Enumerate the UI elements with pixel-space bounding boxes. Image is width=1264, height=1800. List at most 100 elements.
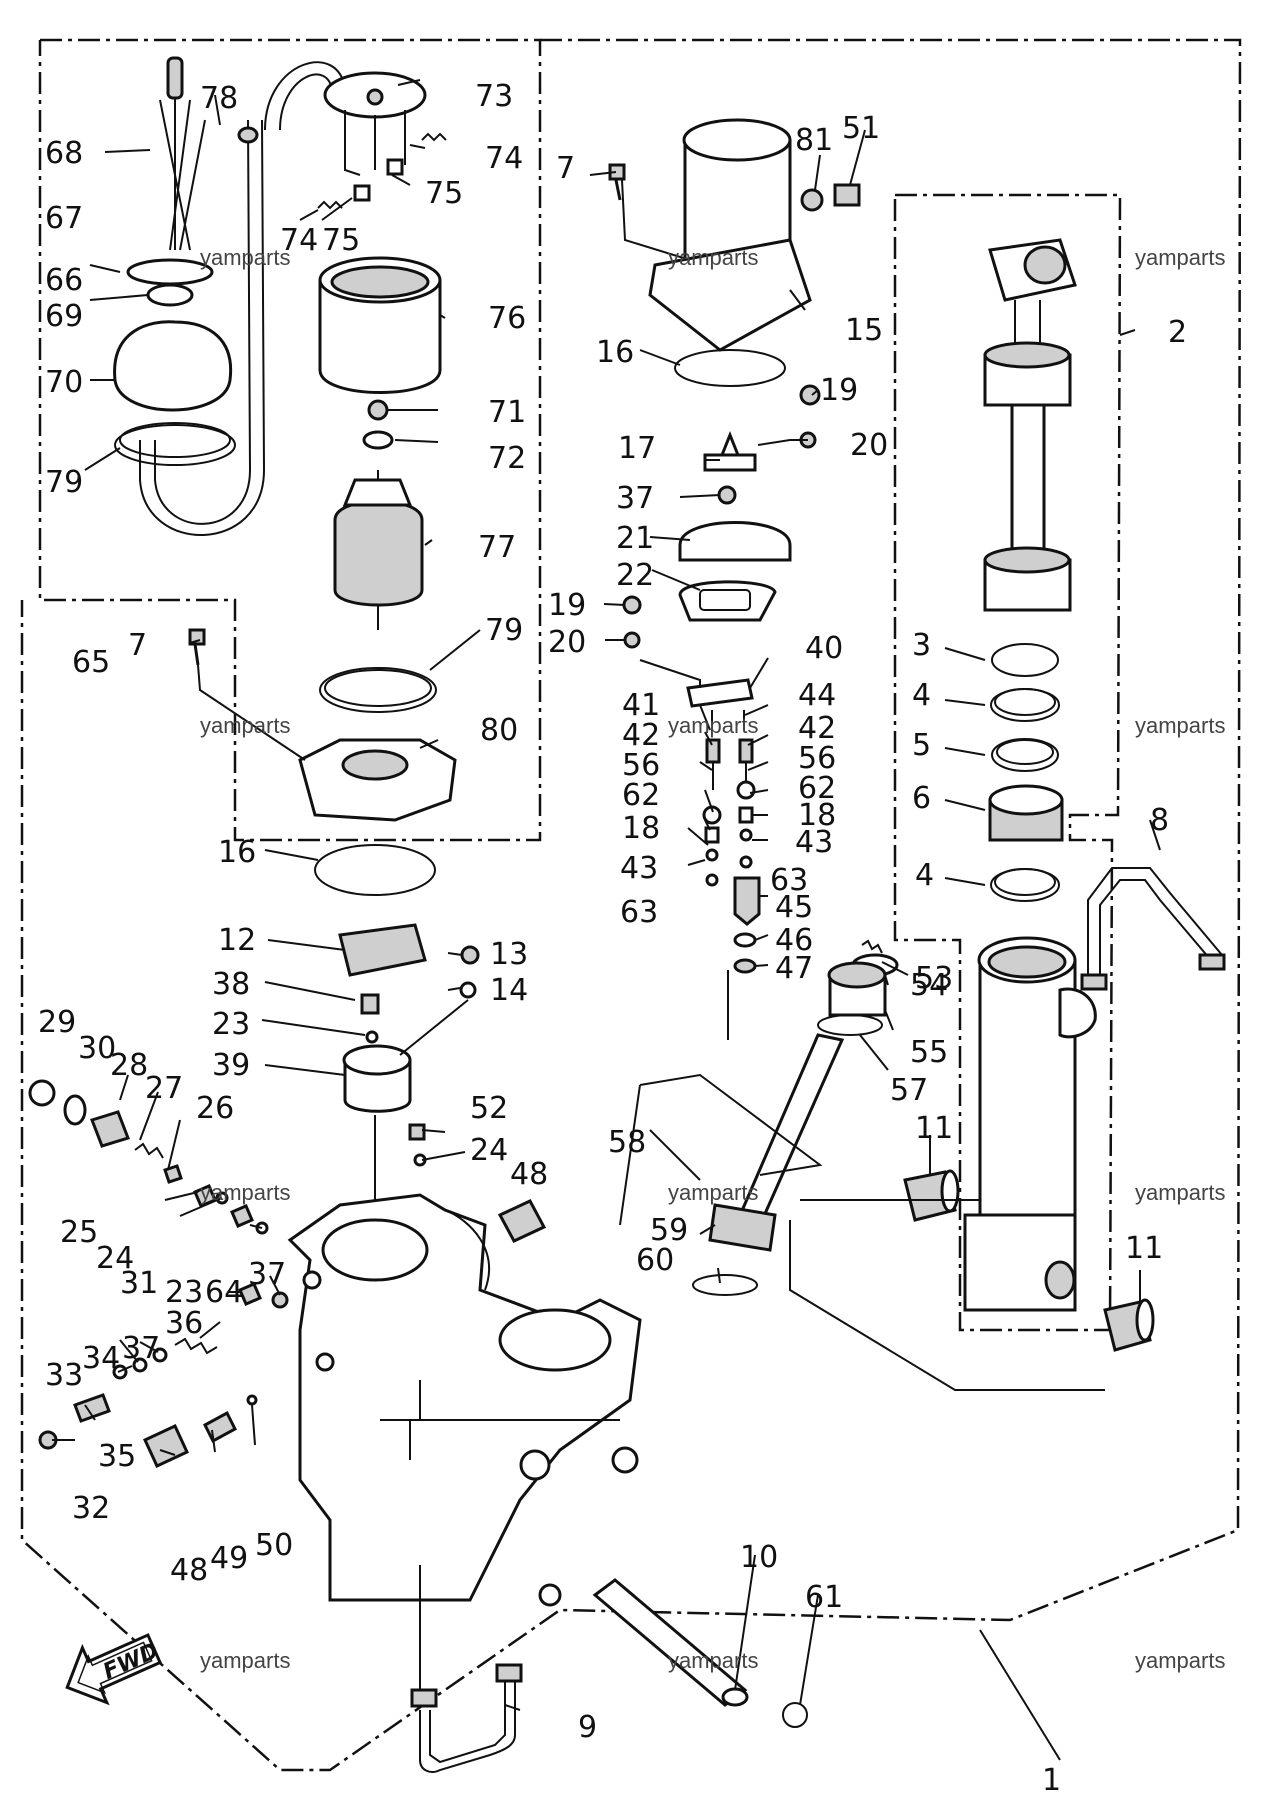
callout-13: 13	[490, 937, 528, 972]
mount-boss-a	[519, 1449, 551, 1481]
bushing-69	[146, 283, 194, 307]
spring-36	[174, 1337, 218, 1355]
callout-16-upper: 16	[596, 335, 634, 370]
bushing-11-a-end	[940, 1169, 960, 1213]
watermarks: yamparts yamparts yamparts yamparts yamp…	[200, 245, 1225, 1673]
callout-51: 51	[842, 111, 880, 146]
callout-38: 38	[212, 967, 250, 1002]
pipe-9-b	[429, 1680, 506, 1764]
backup-ring-4-a-inner	[994, 688, 1056, 716]
callout-16-lower: 16	[218, 835, 256, 870]
lead-wire-78-top-b	[279, 73, 333, 131]
valve-45	[733, 876, 761, 926]
washer-71	[367, 399, 389, 421]
lower-parts	[410, 1565, 808, 1773]
callout-19-upper: 19	[820, 373, 858, 408]
brush-spring-74-a	[421, 132, 447, 142]
callout-73: 73	[475, 79, 513, 114]
cylinder-port-boss	[1058, 987, 1097, 1039]
valve-49	[203, 1410, 237, 1444]
callout-46: 46	[775, 923, 813, 958]
callout-62-right: 62	[798, 771, 836, 806]
callout-63-right: 63	[770, 863, 808, 898]
ball-43-a	[705, 848, 719, 862]
body-port	[444, 1209, 491, 1291]
pipe-8	[1099, 879, 1216, 975]
callout-63-left: 63	[620, 895, 658, 930]
watermark-text: yamparts	[200, 245, 290, 270]
brush-holder-legs	[344, 110, 406, 176]
cylinder-tube-bore	[987, 945, 1067, 979]
gear-12	[338, 923, 427, 977]
callout-7-upper: 7	[556, 151, 575, 186]
o-ring-81	[800, 188, 824, 212]
piston-59	[708, 1203, 777, 1252]
callout-22: 22	[616, 558, 654, 593]
assembly-1-boundary	[20, 38, 1242, 1772]
callout-18-left: 18	[622, 811, 660, 846]
rod-58-bracket	[619, 1073, 823, 1226]
tilt-cylinder-assembly	[619, 238, 1226, 1391]
watermark-text: yamparts	[668, 1180, 758, 1205]
callout-74-upper: 74	[485, 141, 523, 176]
lead-wire-78-top	[264, 61, 346, 131]
callout-72: 72	[488, 441, 526, 476]
callout-78: 78	[200, 81, 238, 116]
ball-43-b	[739, 828, 753, 842]
bolt-19-a	[799, 384, 821, 406]
o-ring-37-a	[271, 1291, 289, 1309]
callout-53: 53	[915, 961, 953, 996]
ball-63-a	[705, 873, 719, 887]
bracket-17	[703, 430, 757, 472]
plug-31	[230, 1204, 254, 1228]
callout-71: 71	[488, 395, 526, 430]
callout-74-lower: 74	[280, 223, 318, 258]
o-ring-62-b	[736, 780, 756, 800]
callout-6: 6	[912, 781, 931, 816]
plug-52	[408, 1123, 426, 1141]
pipe-9-fitting-a	[410, 1688, 438, 1708]
callout-70: 70	[45, 365, 83, 400]
callout-24-upper: 24	[470, 1133, 508, 1168]
callout-79-lower: 79	[485, 613, 523, 648]
piston-top	[983, 546, 1071, 574]
yoke-76-inner	[330, 265, 430, 299]
pump-bore	[321, 1218, 429, 1282]
o-ring-79-upper	[114, 424, 236, 466]
pipe-9-fitting-b	[495, 1663, 523, 1683]
callout-60: 60	[636, 1243, 674, 1278]
callout-5: 5	[912, 728, 931, 763]
o-ring-46	[733, 932, 757, 948]
valve-42-a	[705, 738, 721, 764]
plug-51	[833, 183, 861, 207]
callout-14: 14	[490, 973, 528, 1008]
callout-49: 49	[210, 1541, 248, 1576]
callout-35: 35	[98, 1439, 136, 1474]
o-ring-79-lower	[319, 667, 437, 713]
motor-group-65-boundary	[38, 38, 542, 842]
callout-55: 55	[910, 1035, 948, 1070]
callout-26: 26	[196, 1091, 234, 1126]
callout-66: 66	[45, 263, 83, 298]
callout-36: 36	[165, 1306, 203, 1341]
pipe-8-b	[1087, 867, 1223, 975]
bolt-19-b	[622, 595, 642, 615]
callout-42-right: 42	[798, 711, 836, 746]
watermark-text: yamparts	[200, 713, 290, 738]
o-ring-60	[692, 1274, 758, 1296]
seat-18-b	[738, 806, 754, 824]
callout-56-right: 56	[798, 741, 836, 776]
callout-56-left: 56	[622, 748, 660, 783]
callout-77: 77	[478, 530, 516, 565]
callout-52: 52	[470, 1091, 508, 1126]
callout-34: 34	[82, 1341, 120, 1376]
callout-50: 50	[255, 1528, 293, 1563]
callout-18-right: 18	[798, 798, 836, 833]
o-ring-79-upper-inner	[119, 422, 231, 458]
watermark-text: yamparts	[1135, 1648, 1225, 1673]
plug-64	[238, 1282, 262, 1306]
circlip-29	[28, 1079, 56, 1107]
callout-29: 29	[38, 1005, 76, 1040]
fwd-arrow: FWD	[65, 1633, 162, 1706]
